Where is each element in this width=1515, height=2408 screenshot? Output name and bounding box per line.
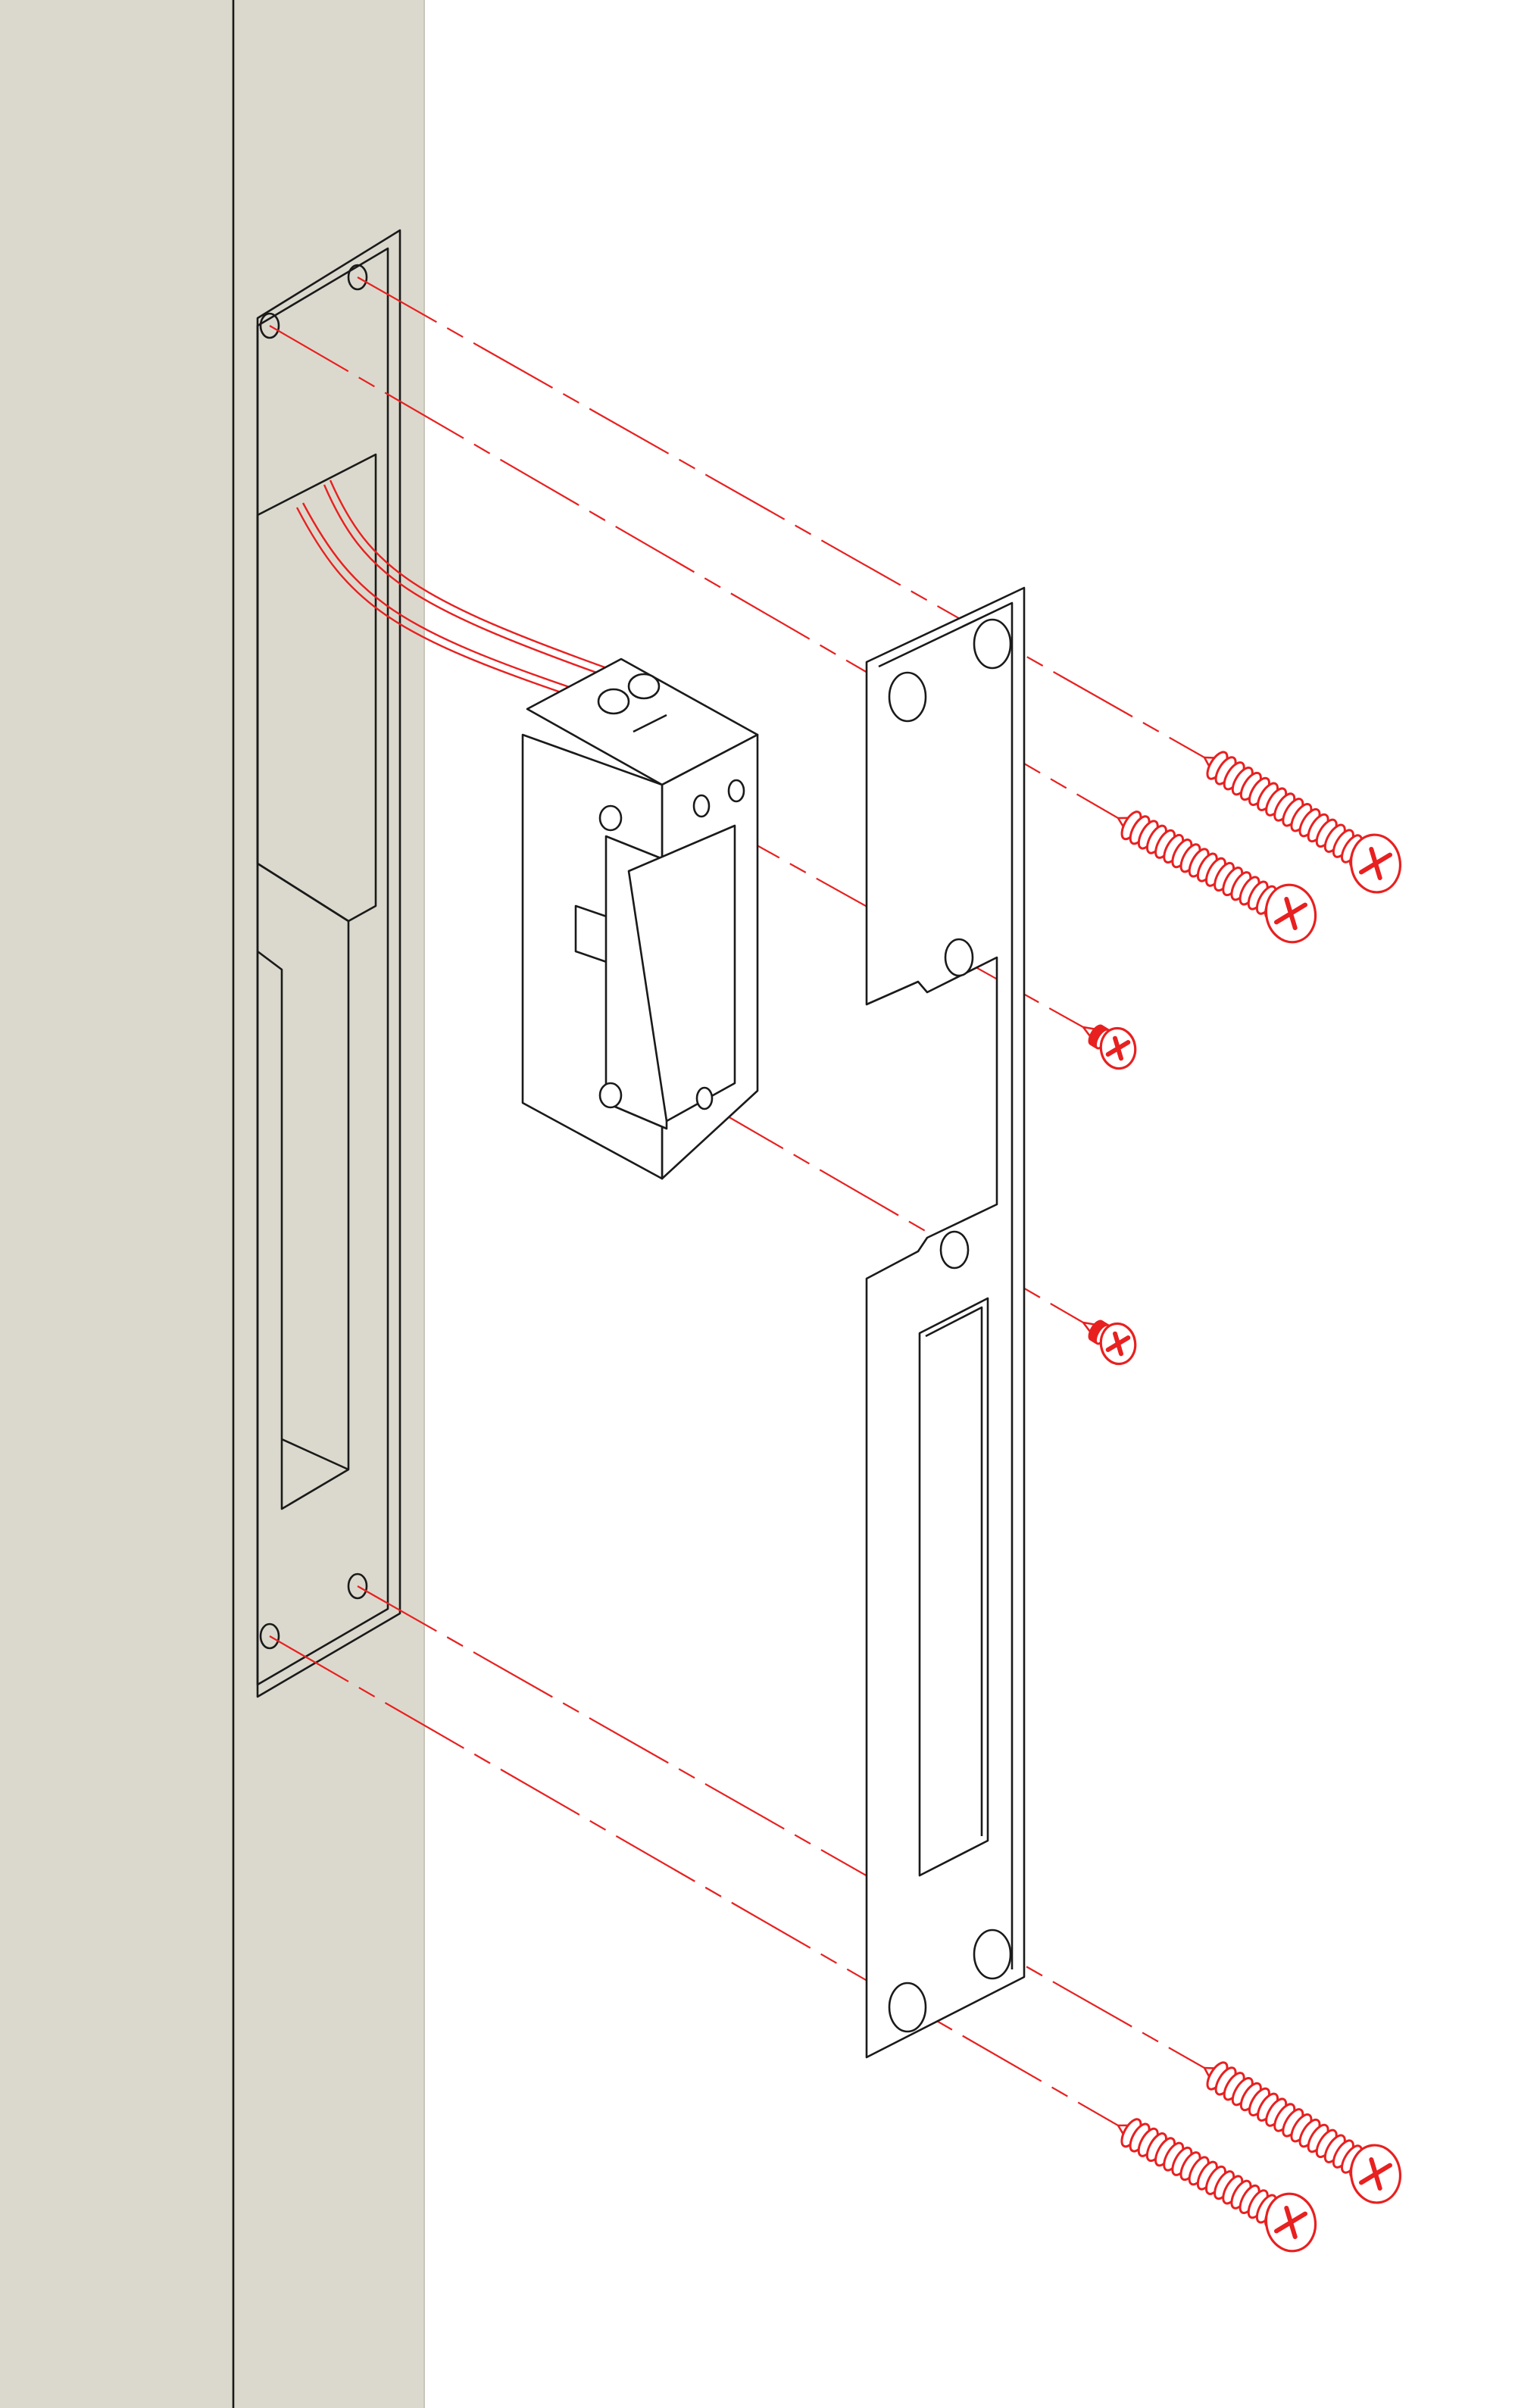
long-screw [1203,2061,1402,2204]
frame-hole [259,312,280,339]
plate-hole [888,1982,927,2033]
phillips-cross-icon [1274,2206,1307,2239]
phillips-cross-icon [1274,897,1307,930]
latch-mechanism [627,824,736,1123]
body-cavity [256,453,377,923]
strike-plate [865,586,1026,2059]
wire [295,507,584,701]
terminal-slot [633,714,667,733]
terminal-screw [597,688,630,715]
electric-strike [521,657,759,1180]
phillips-cross-icon [1359,2157,1392,2191]
screws [1082,751,1402,2253]
short-screw [1082,1320,1137,1366]
wall-surface [0,0,424,2408]
frame-hole [259,1623,280,1650]
plate-bevel [878,601,1014,1969]
plate-hole [939,1230,970,1270]
wires [295,479,620,701]
alignment-line [269,1635,1119,2126]
plate-hole [973,618,1012,670]
recess-inner-outline [256,247,389,1686]
strike-hole [695,1086,714,1110]
door-frame [0,0,425,2408]
alignment-line [704,1102,1084,1323]
phillips-cross-icon [1105,1331,1131,1357]
plate-hole [944,938,974,977]
latch-cavity [257,862,350,1510]
plate-hole [888,671,927,723]
wire [329,479,620,674]
phillips-cross-icon [1359,847,1392,880]
mounting-screw [598,804,623,832]
alignment-line [357,276,1205,758]
short-screw [1082,1024,1137,1070]
plate-slot [918,1297,989,1877]
plate-hole [973,1929,1012,1980]
strike-hole [727,779,745,803]
mounting-screw [598,1082,623,1109]
strike-hole [692,794,711,818]
wire [301,502,590,695]
frame-hole [347,1573,368,1600]
wire [323,484,614,680]
terminal-screw [627,673,661,700]
slot-bevel [925,1306,983,1836]
long-screw [1203,751,1402,894]
long-screw [1117,810,1317,944]
cavity-floor [281,1438,349,1471]
alignment-line [357,1585,1205,2069]
phillips-cross-icon [1105,1035,1131,1061]
frame-hole [347,264,368,291]
long-screw [1117,2118,1317,2253]
plate-outline [865,586,1026,2059]
